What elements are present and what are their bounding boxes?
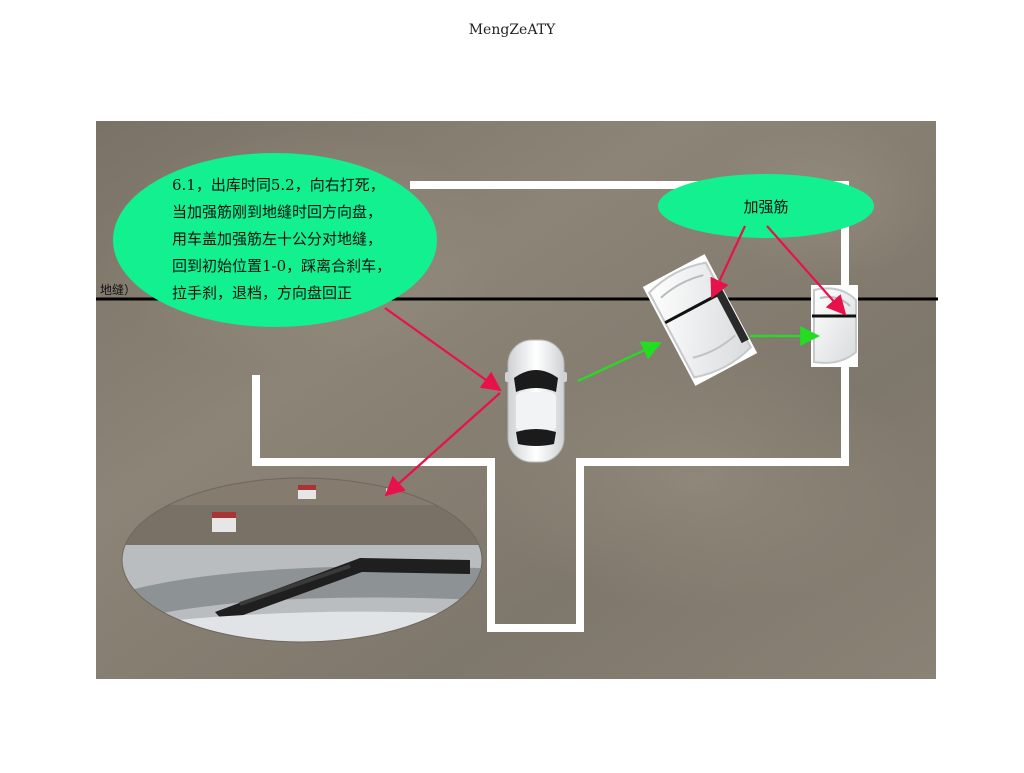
car-top-view bbox=[505, 339, 567, 463]
pointer-arrows bbox=[384, 225, 847, 497]
pointer-arrow bbox=[766, 225, 847, 316]
pointer-arrow bbox=[710, 225, 746, 299]
ground-seam-label: 地缝） bbox=[100, 282, 136, 297]
page-title: MengZeATY bbox=[468, 22, 556, 38]
motion-arrow bbox=[577, 341, 662, 382]
hood-view-tilted bbox=[642, 254, 758, 386]
svg-text:6.1，出库时同5.2，向右打死， 当加强筋刚到: 6.1，出库时同5.2，向右打死， 当加强筋刚到地缝时回方向盘， 用车盖加强筋左… bbox=[172, 176, 396, 302]
instruction-line: 回到初始位置1-0，踩离合刹车， bbox=[172, 257, 391, 275]
stiffener-bubble: 加强筋 bbox=[658, 174, 874, 238]
windshield-photo bbox=[121, 477, 483, 643]
instruction-line: 用车盖加强筋左十公分对地缝， bbox=[172, 230, 382, 248]
stiffener-label: 加强筋 bbox=[743, 198, 788, 216]
instruction-bubble: 6.1，出库时同5.2，向右打死， 当加强筋刚到地缝时回方向盘， 用车盖加强筋左… bbox=[113, 153, 437, 327]
motion-arrows bbox=[577, 326, 820, 382]
hood-view-straight bbox=[811, 285, 858, 367]
pointer-arrow bbox=[384, 392, 501, 497]
pointer-arrow bbox=[384, 307, 502, 392]
instruction-line: 6.1，出库时同5.2，向右打死， bbox=[172, 176, 385, 194]
instruction-line: 当加强筋刚到地缝时回方向盘， bbox=[172, 203, 382, 221]
instruction-line: 拉手刹，退档，方向盘回正 bbox=[172, 284, 352, 302]
